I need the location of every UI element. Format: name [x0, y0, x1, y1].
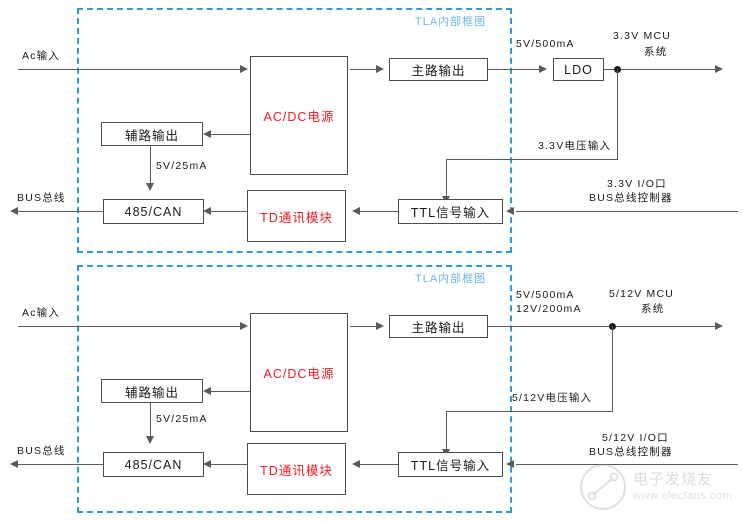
mcu-system-label-2-line2: 系统 — [641, 303, 665, 315]
mcu-arrowhead-2 — [715, 321, 723, 330]
acdc-to-aux-output-wire-2 — [210, 391, 250, 392]
ttl-signal-input-block: TTL信号输入 — [398, 199, 503, 224]
site-watermark: 电子发烧友 www.elecfans.com — [577, 462, 737, 520]
bus-output-arrowhead-2 — [10, 459, 18, 468]
ttl-to-td-wire-2 — [359, 464, 399, 465]
td-module-arrowhead — [352, 206, 360, 215]
ac-input-label-2: Ac输入 — [22, 307, 61, 319]
feedback-vertical-wire-right-2 — [612, 326, 613, 412]
acdc-power-block: AC/DC电源 — [250, 56, 348, 175]
bus-driver-arrowhead-2 — [203, 459, 211, 468]
bus-driver-arrowhead — [203, 206, 211, 215]
elecfans-logo-icon — [580, 464, 626, 510]
feedback-voltage-label: 3.3V电压输入 — [538, 140, 612, 152]
bus-output-arrowhead — [10, 206, 18, 215]
ac-input-arrowhead — [240, 64, 248, 73]
ttl-signal-input-block-2: TTL信号输入 — [398, 452, 503, 477]
io-controller-label-2-line2: BUS总线控制器 — [589, 446, 673, 458]
td-module-block: TD通讯模块 — [247, 190, 346, 242]
acdc-power-block-2: AC/DC电源 — [250, 313, 348, 432]
main-output-to-mcu-wire — [488, 326, 717, 327]
ldo-arrowhead — [539, 64, 547, 73]
watermark-url: www.elecfans.com — [633, 490, 733, 502]
td-to-bus-driver-wire — [210, 211, 248, 212]
bus-output-wire-2 — [18, 464, 103, 465]
feedback-voltage-label-2: 5/12V电压输入 — [512, 392, 593, 404]
io-controller-label-line2: BUS总线控制器 — [589, 192, 673, 204]
ttl-input-arrowhead-2 — [506, 459, 514, 468]
aux-rail-arrowhead-2 — [145, 436, 154, 444]
io-controller-label-2-line1: 5/12V I/O口 — [602, 432, 669, 444]
feedback-vertical-wire-left-2 — [446, 411, 447, 452]
aux-output-arrowhead — [203, 129, 211, 138]
bus-output-label-2: BUS总线 — [17, 445, 66, 457]
bus-output-wire — [18, 211, 103, 212]
main-rail-label-2: 5V/500mA — [516, 289, 575, 301]
main-rail-label: 5V/500mA — [516, 38, 575, 50]
tla-enclosure-label: TLA内部框图 — [415, 16, 487, 28]
td-module-block-2: TD通讯模块 — [247, 443, 346, 495]
feedback-horizontal-wire — [446, 159, 618, 160]
mcu-system-label-2-line1: 5/12V MCU — [609, 288, 675, 300]
ac-input-label: Ac输入 — [22, 50, 61, 62]
ac-input-arrowhead-2 — [240, 321, 248, 330]
main-output-arrowhead — [376, 64, 384, 73]
ldo-to-mcu-wire — [604, 69, 717, 70]
tla-enclosure-label-2: TLA内部框图 — [415, 273, 487, 285]
ac-input-wire-2 — [18, 326, 242, 327]
acdc-to-aux-output-wire — [210, 134, 250, 135]
aux-to-bus-driver-wire-2 — [150, 403, 151, 438]
ttl-to-td-wire — [359, 211, 399, 212]
feedback-vertical-wire-left — [446, 159, 447, 199]
td-to-bus-driver-wire-2 — [210, 464, 248, 465]
feedback-vertical-wire-right — [617, 69, 618, 160]
ldo-block: LDO — [553, 58, 604, 81]
ttl-input-arrowhead — [506, 206, 514, 215]
aux-to-bus-driver-wire — [150, 146, 151, 185]
ac-input-wire — [18, 69, 242, 70]
aux-rail-arrowhead — [145, 183, 154, 191]
io-controller-label-line1: 3.3V I/O口 — [607, 178, 667, 190]
main-rail-label-2b: 12V/200mA — [516, 303, 582, 315]
mcu-system-label-line2: 系统 — [644, 46, 668, 58]
td-module-arrowhead-2 — [352, 459, 360, 468]
aux-output-block: 辅路输出 — [101, 122, 203, 146]
aux-output-block-2: 辅路输出 — [101, 379, 203, 403]
main-output-block-2: 主路输出 — [389, 315, 488, 338]
aux-rail-label-2: 5V/25mA — [156, 413, 208, 425]
mcu-arrowhead — [715, 64, 723, 73]
tla-block-diagram-bottom: TLA内部框图 Ac输入 AC/DC电源 主路输出 5V/500mA 12V/2… — [0, 262, 743, 524]
io-controller-to-ttl-wire-2 — [516, 464, 738, 465]
tla-enclosure-boundary — [77, 8, 512, 253]
main-output-block: 主路输出 — [389, 58, 488, 81]
bus-output-label: BUS总线 — [17, 192, 66, 204]
aux-rail-label: 5V/25mA — [156, 160, 208, 172]
acdc-to-main-output-wire — [350, 69, 378, 70]
main-output-arrowhead-2 — [376, 321, 384, 330]
tla-block-diagram-top: TLA内部框图 Ac输入 AC/DC电源 主路输出 5V/500mA LDO 3… — [10, 8, 738, 253]
watermark-text: 电子发烧友 — [633, 472, 714, 488]
main-output-to-ldo-wire — [488, 69, 541, 70]
mcu-system-label-line1: 3.3V MCU — [613, 30, 672, 42]
feedback-horizontal-wire-2 — [446, 411, 613, 412]
io-controller-to-ttl-wire — [516, 211, 738, 212]
bus-driver-block: 485/CAN — [103, 199, 204, 224]
aux-output-arrowhead-2 — [203, 386, 211, 395]
bus-driver-block-2: 485/CAN — [103, 452, 204, 477]
tla-enclosure-boundary-2 — [77, 265, 512, 513]
acdc-to-main-output-wire-2 — [350, 326, 378, 327]
